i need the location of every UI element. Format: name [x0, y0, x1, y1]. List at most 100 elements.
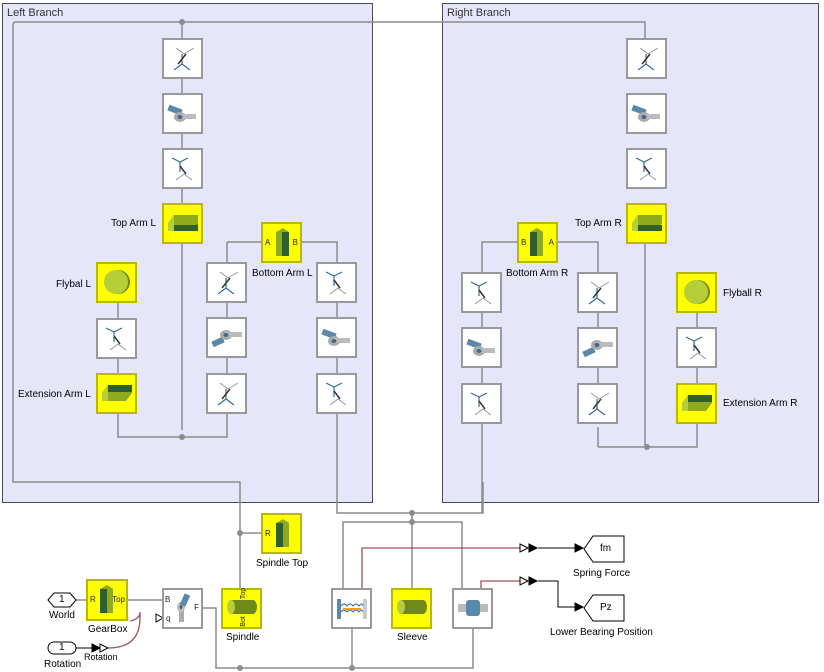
rotation-port-number: 1 — [59, 642, 65, 653]
rigid-transform-r2[interactable] — [626, 148, 667, 189]
world-port-icon — [47, 592, 77, 608]
revolute-joint-vertical-icon — [177, 593, 191, 622]
fm-tag: fm — [600, 543, 612, 554]
rigid-transform-l4[interactable] — [206, 262, 247, 303]
brick-solid-icon — [100, 585, 113, 613]
bottom-arm-l-label: Bottom Arm L — [252, 268, 313, 279]
cylinder-solid-icon — [227, 600, 257, 614]
lower-bearing-goto[interactable] — [583, 594, 625, 622]
spindle-label: Spindle — [226, 632, 260, 643]
rigid-transform-r6[interactable] — [577, 383, 618, 424]
frame-transform-icon — [171, 157, 193, 181]
flyball-l-label: Flybal L — [56, 279, 92, 290]
rigid-transform-l7[interactable] — [316, 373, 357, 414]
bottom-arm-l-block[interactable]: A B — [261, 222, 302, 263]
rotation-port-icon — [47, 641, 77, 655]
rigid-transform-l5[interactable] — [206, 373, 247, 414]
prismatic-joint-icon — [458, 600, 488, 616]
sleeve-label: Sleeve — [397, 632, 428, 643]
frame-transform-icon — [470, 392, 492, 416]
frame-transform-icon — [588, 281, 610, 305]
sleeve-block[interactable] — [391, 588, 432, 629]
spindle-revolute-joint[interactable]: B q F — [162, 588, 203, 629]
flyball-r-label: Flyball R — [723, 288, 762, 299]
brick-solid-icon — [682, 395, 712, 411]
lower-bearing-block[interactable] — [452, 588, 493, 629]
left-branch-area[interactable]: Left Branch — [2, 3, 373, 503]
sphere-solid-icon — [104, 270, 130, 294]
right-branch-area[interactable]: Right Branch — [442, 3, 819, 503]
spindle-top-block[interactable]: R — [261, 513, 302, 554]
wire-left-loop — [12, 21, 241, 605]
rigid-transform-r1[interactable] — [626, 38, 667, 79]
revolute-joint-r3[interactable] — [577, 327, 618, 368]
frame-transform-icon — [217, 382, 239, 406]
extension-arm-l-block[interactable] — [96, 373, 137, 414]
bottom-arm-r-label: Bottom Arm R — [506, 268, 569, 279]
world-port-number: 1 — [59, 594, 65, 605]
brick-solid-icon — [632, 215, 662, 231]
revolute-joint-l3[interactable] — [316, 317, 357, 358]
rigid-transform-l3[interactable] — [96, 318, 137, 359]
revolute-joint-icon — [466, 338, 495, 356]
gearbox-label: GearBox — [88, 624, 128, 635]
wire-left-bottom — [117, 412, 228, 438]
spring-force-goto[interactable] — [583, 535, 625, 563]
pz-tag: Pz — [600, 602, 612, 613]
gearbox-block[interactable]: R Top — [86, 579, 128, 621]
spring-icon — [337, 599, 367, 619]
extension-arm-l-label: Extension Arm L — [18, 389, 91, 400]
bottom-arm-r-block[interactable]: B A — [517, 222, 558, 263]
rigid-transform-r4[interactable] — [461, 383, 502, 424]
world-label: World — [49, 610, 75, 621]
lower-bearing-label: Lower Bearing Position — [550, 627, 653, 638]
extension-arm-r-block[interactable] — [676, 383, 717, 424]
frame-transform-icon — [470, 281, 492, 305]
spindle-block[interactable]: Top Bot — [221, 588, 262, 629]
rigid-transform-r5[interactable] — [577, 272, 618, 313]
revolute-joint-l1[interactable] — [162, 93, 203, 134]
spindle-top-label: Spindle Top — [256, 558, 309, 569]
flyball-r-block[interactable] — [676, 272, 717, 313]
frame-transform-icon — [637, 47, 659, 71]
rigid-transform-l6[interactable] — [316, 262, 357, 303]
rigid-transform-l2[interactable] — [162, 148, 203, 189]
revolute-joint-r2[interactable] — [461, 327, 502, 368]
revolute-joint-icon — [211, 330, 242, 348]
revolute-joint-icon — [631, 104, 660, 122]
frame-transform-icon — [173, 47, 195, 71]
rotation-inport-label: Rotation — [44, 659, 82, 670]
frame-transform-icon — [325, 382, 347, 406]
rigid-transform-r7[interactable] — [676, 327, 717, 368]
top-arm-r-label: Top Arm R — [575, 218, 622, 229]
rigid-transform-l1[interactable] — [162, 38, 203, 79]
left-branch-title: Left Branch — [7, 7, 64, 19]
frame-transform-icon — [105, 327, 127, 351]
brick-solid-icon — [530, 228, 543, 256]
frame-transform-icon — [635, 157, 657, 181]
top-arm-l-label: Top Arm L — [111, 218, 157, 229]
sphere-solid-icon — [684, 280, 710, 304]
brick-solid-icon — [276, 228, 289, 256]
flyball-l-block[interactable] — [96, 262, 137, 303]
cylinder-solid-icon — [397, 600, 427, 614]
right-branch-title: Right Branch — [447, 7, 511, 19]
revolute-joint-l2[interactable] — [206, 317, 247, 358]
top-arm-r-block[interactable] — [626, 203, 667, 244]
revolute-joint-icon — [167, 104, 196, 122]
extension-arm-r-label: Extension Arm R — [723, 398, 798, 409]
rotation-converter-label: Rotation — [84, 652, 118, 662]
revolute-joint-r1[interactable] — [626, 93, 667, 134]
frame-transform-icon — [325, 271, 347, 295]
top-arm-l-block[interactable] — [162, 203, 203, 244]
prismatic-spring-block[interactable] — [331, 588, 372, 629]
revolute-joint-icon — [321, 328, 350, 346]
revolute-joint-icon — [582, 340, 613, 358]
frame-transform-icon — [217, 271, 239, 295]
spring-force-label: Spring Force — [573, 568, 631, 579]
rigid-transform-r3[interactable] — [461, 272, 502, 313]
frame-transform-icon — [588, 392, 610, 416]
brick-solid-icon — [276, 519, 289, 547]
brick-solid-icon — [168, 215, 198, 231]
